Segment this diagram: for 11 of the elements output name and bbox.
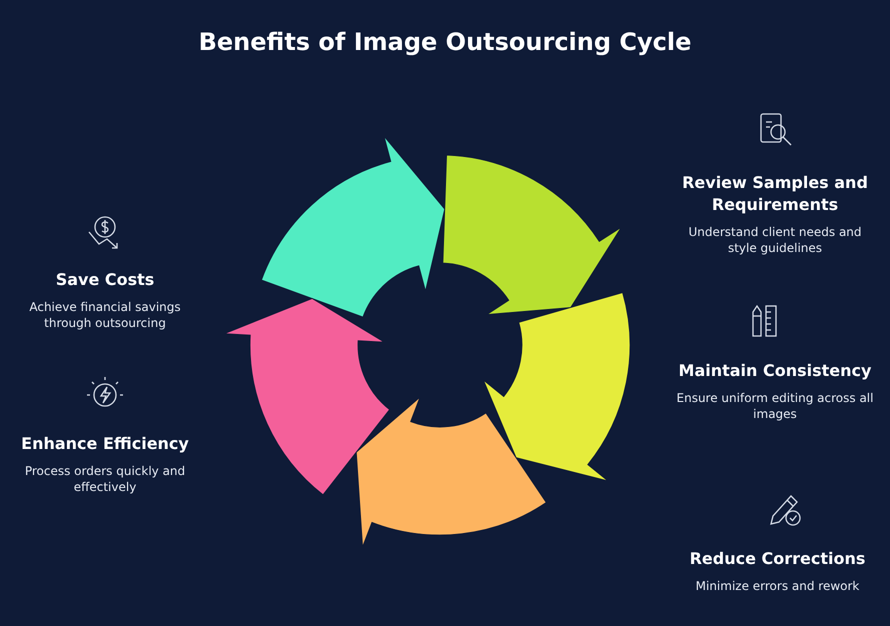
benefit-description: Ensure uniform editing across all images [676, 390, 874, 422]
benefit-description: Achieve financial savings through outsourcing [28, 299, 182, 331]
benefit-description: Process orders quickly and effectively [24, 463, 186, 495]
benefit-heading: Maintain Consistency [678, 360, 872, 382]
benefit-heading: Review Samples and Requirements [681, 172, 869, 216]
diagram-title: Benefits of Image Outsourcing Cycle [198, 28, 692, 56]
benefit-description: Minimize errors and rework [694, 578, 860, 594]
benefit-description: Understand client needs and style guidelines [687, 224, 863, 256]
benefit-heading: Enhance Efficiency [20, 433, 190, 455]
benefit-heading: Save Costs [54, 269, 156, 291]
benefit-heading: Reduce Corrections [688, 548, 866, 570]
